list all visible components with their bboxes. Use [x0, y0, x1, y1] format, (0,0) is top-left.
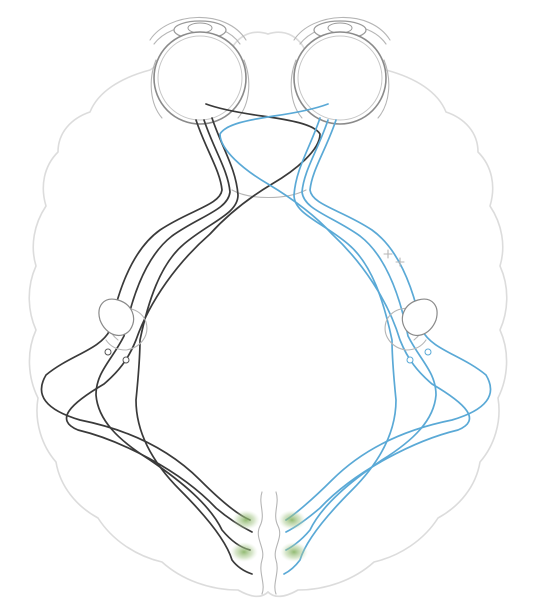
cortex-activation-right-upper [278, 510, 306, 530]
lateral-geniculate-nucleus-right [402, 299, 437, 363]
cortex-activation-right-lower [280, 542, 308, 562]
left-eye-pathway [41, 104, 320, 574]
lateral-geniculate-nucleus-left [99, 299, 134, 363]
left-eye-icon [150, 17, 249, 124]
right-eye-icon [291, 17, 390, 124]
visual-cortex [230, 492, 308, 594]
cortex-activation-left-upper [232, 510, 260, 530]
cortex-activation-left-lower [230, 542, 258, 562]
